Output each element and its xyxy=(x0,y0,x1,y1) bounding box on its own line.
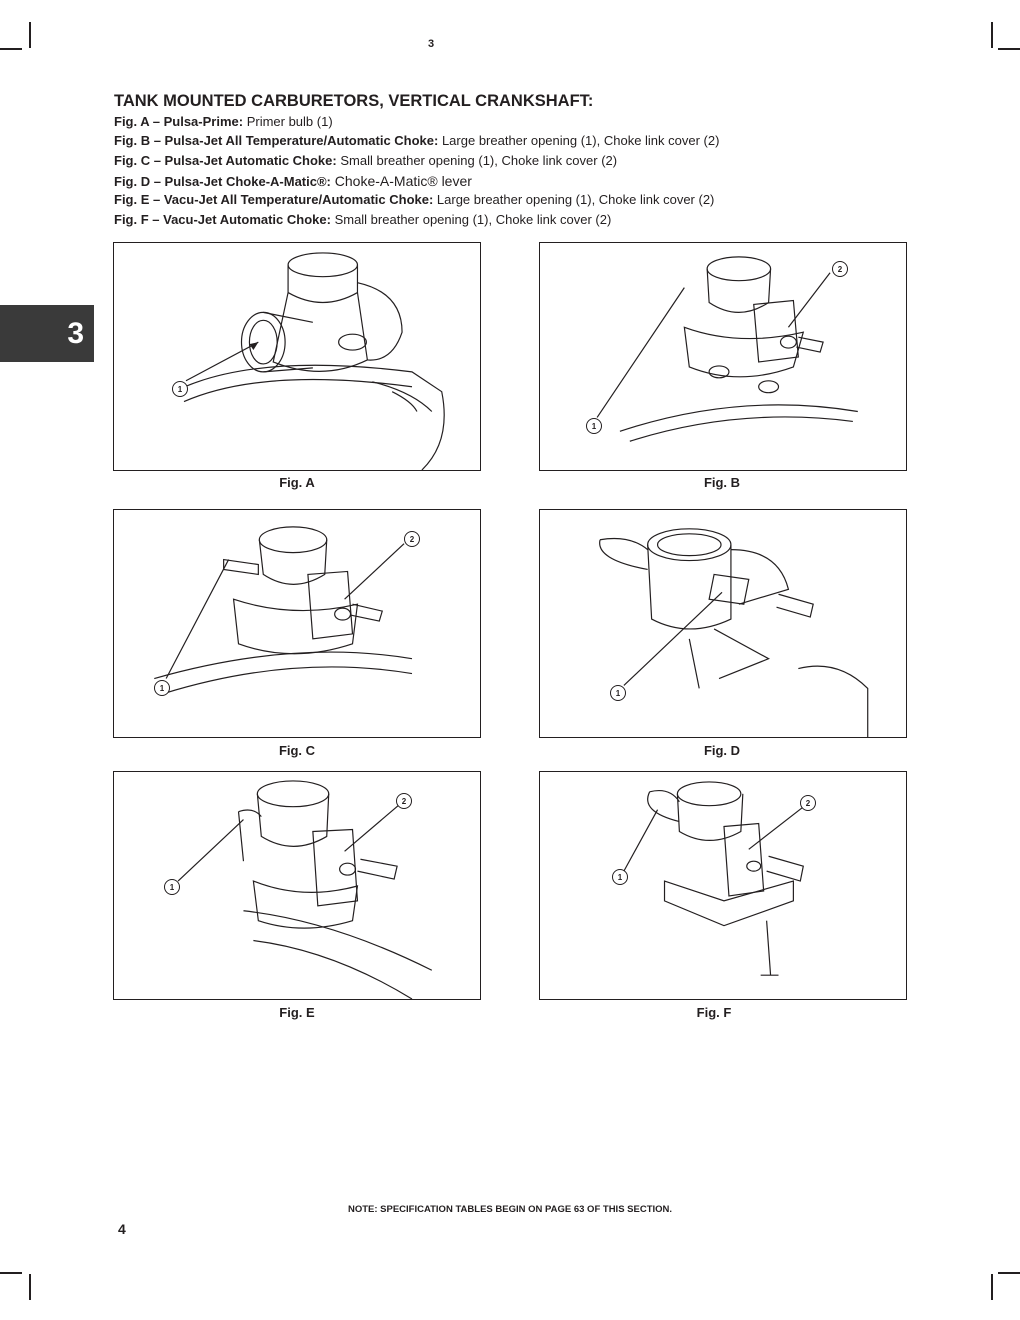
desc-line-d: Fig. D – Pulsa-Jet Choke-A-Matic®: Choke… xyxy=(114,171,472,192)
carburetor-illustration-f xyxy=(647,781,804,976)
crop-mark-tr-v xyxy=(991,22,993,48)
carburetor-illustration-d xyxy=(599,528,869,737)
desc-text-f: Small breather opening (1), Choke link c… xyxy=(330,212,612,227)
desc-line-a: Fig. A – Pulsa-Prime: Primer bulb (1) xyxy=(114,112,333,132)
figure-e-caption: Fig. E xyxy=(279,1005,315,1020)
figure-d: 1 xyxy=(539,509,907,738)
crop-mark-bl-h xyxy=(0,1272,22,1274)
crop-mark-br-v xyxy=(991,1274,993,1300)
desc-label-b: Fig. B – Pulsa-Jet All Temperature/Autom… xyxy=(114,133,439,148)
desc-label-e: Fig. E – Vacu-Jet All Temperature/Automa… xyxy=(114,192,434,207)
desc-text-d: Choke-A-Matic® lever xyxy=(330,173,472,189)
desc-line-b: Fig. B – Pulsa-Jet All Temperature/Autom… xyxy=(114,131,719,151)
crop-mark-tl-v xyxy=(29,22,31,48)
figure-c: 1 2 xyxy=(113,509,481,738)
page-marker: 3 xyxy=(428,38,435,50)
desc-label-a: Fig. A – Pulsa-Prime: xyxy=(114,114,244,129)
figure-e: 1 2 xyxy=(113,771,481,1000)
page-number: 4 xyxy=(118,1221,126,1237)
desc-text-c: Small breather opening (1), Choke link c… xyxy=(336,153,618,168)
figure-a-caption: Fig. A xyxy=(279,475,315,490)
callout-1: 1 xyxy=(172,381,188,397)
desc-text-a: Primer bulb (1) xyxy=(243,114,333,129)
footer-note: NOTE: SPECIFICATION TABLES BEGIN ON PAGE… xyxy=(347,1204,673,1215)
desc-label-d: Fig. D – Pulsa-Jet Choke-A-Matic®: xyxy=(114,174,331,189)
callout-1: 1 xyxy=(610,685,626,701)
figure-b-caption: Fig. B xyxy=(703,475,741,490)
figure-c-caption: Fig. C xyxy=(278,743,316,758)
crop-mark-tl-h xyxy=(0,48,22,50)
callout-2: 2 xyxy=(800,795,816,811)
desc-line-c: Fig. C – Pulsa-Jet Automatic Choke: Smal… xyxy=(114,151,617,171)
carburetor-illustration-c xyxy=(154,526,413,694)
section-title: TANK MOUNTED CARBURETORS, VERTICAL CRANK… xyxy=(114,92,594,110)
desc-label-f: Fig. F – Vacu-Jet Automatic Choke: xyxy=(114,212,331,227)
desc-line-f: Fig. F – Vacu-Jet Automatic Choke: Small… xyxy=(114,210,611,230)
desc-label-c: Fig. C – Pulsa-Jet Automatic Choke: xyxy=(114,153,337,168)
section-tab: 3 xyxy=(0,305,94,362)
callout-2: 2 xyxy=(404,531,420,547)
figure-f-caption: Fig. F xyxy=(696,1005,732,1020)
figure-b: 1 2 xyxy=(539,242,907,471)
figure-f: 1 2 xyxy=(539,771,907,1000)
desc-text-e: Large breather opening (1), Choke link c… xyxy=(433,192,715,207)
callout-1: 1 xyxy=(586,418,602,434)
callout-1: 1 xyxy=(612,869,628,885)
callout-2: 2 xyxy=(396,793,412,809)
figure-a: 1 xyxy=(113,242,481,471)
crop-mark-bl-v xyxy=(29,1274,31,1300)
section-tab-label: 3 xyxy=(67,316,84,350)
callout-1: 1 xyxy=(164,879,180,895)
callout-2: 2 xyxy=(832,261,848,277)
desc-line-e: Fig. E – Vacu-Jet All Temperature/Automa… xyxy=(114,190,714,210)
callout-1: 1 xyxy=(154,680,170,696)
desc-text-b: Large breather opening (1), Choke link c… xyxy=(438,133,720,148)
figure-d-caption: Fig. D xyxy=(703,743,741,758)
carburetor-illustration-a xyxy=(173,252,445,470)
crop-mark-tr-h xyxy=(998,48,1020,50)
carburetor-illustration-b xyxy=(619,256,858,442)
crop-mark-br-h xyxy=(998,1272,1020,1274)
